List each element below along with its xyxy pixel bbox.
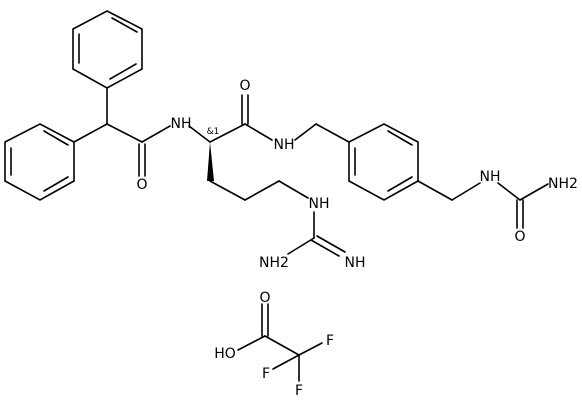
stereo-wedge-bond bbox=[207, 142, 214, 181]
label-nh-amide1: NH bbox=[171, 116, 192, 132]
label-o-amide2: O bbox=[239, 78, 250, 94]
label-o-urea: O bbox=[514, 229, 525, 245]
label-stereo: &1 bbox=[207, 127, 220, 137]
label-f3: F bbox=[295, 383, 303, 399]
label-nh-amide2: NH bbox=[274, 137, 295, 153]
label-o-tfa: O bbox=[259, 290, 270, 306]
label-nh2-guanidine: NH2 bbox=[259, 255, 289, 271]
benzene-ring-center bbox=[348, 123, 419, 201]
label-nh-imine: NH bbox=[345, 255, 366, 271]
label-nh-guanidine: NH bbox=[309, 196, 330, 212]
label-nh-urea: NH bbox=[480, 169, 501, 185]
label-ho-tfa: HO bbox=[214, 346, 236, 362]
label-nh2-urea: NH2 bbox=[548, 176, 578, 192]
label-o-amide1: O bbox=[136, 177, 147, 193]
label-f1: F bbox=[326, 333, 334, 349]
label-f2: F bbox=[262, 366, 270, 382]
phenyl-ring-top bbox=[72, 10, 143, 89]
phenyl-ring-left bbox=[4, 123, 75, 201]
